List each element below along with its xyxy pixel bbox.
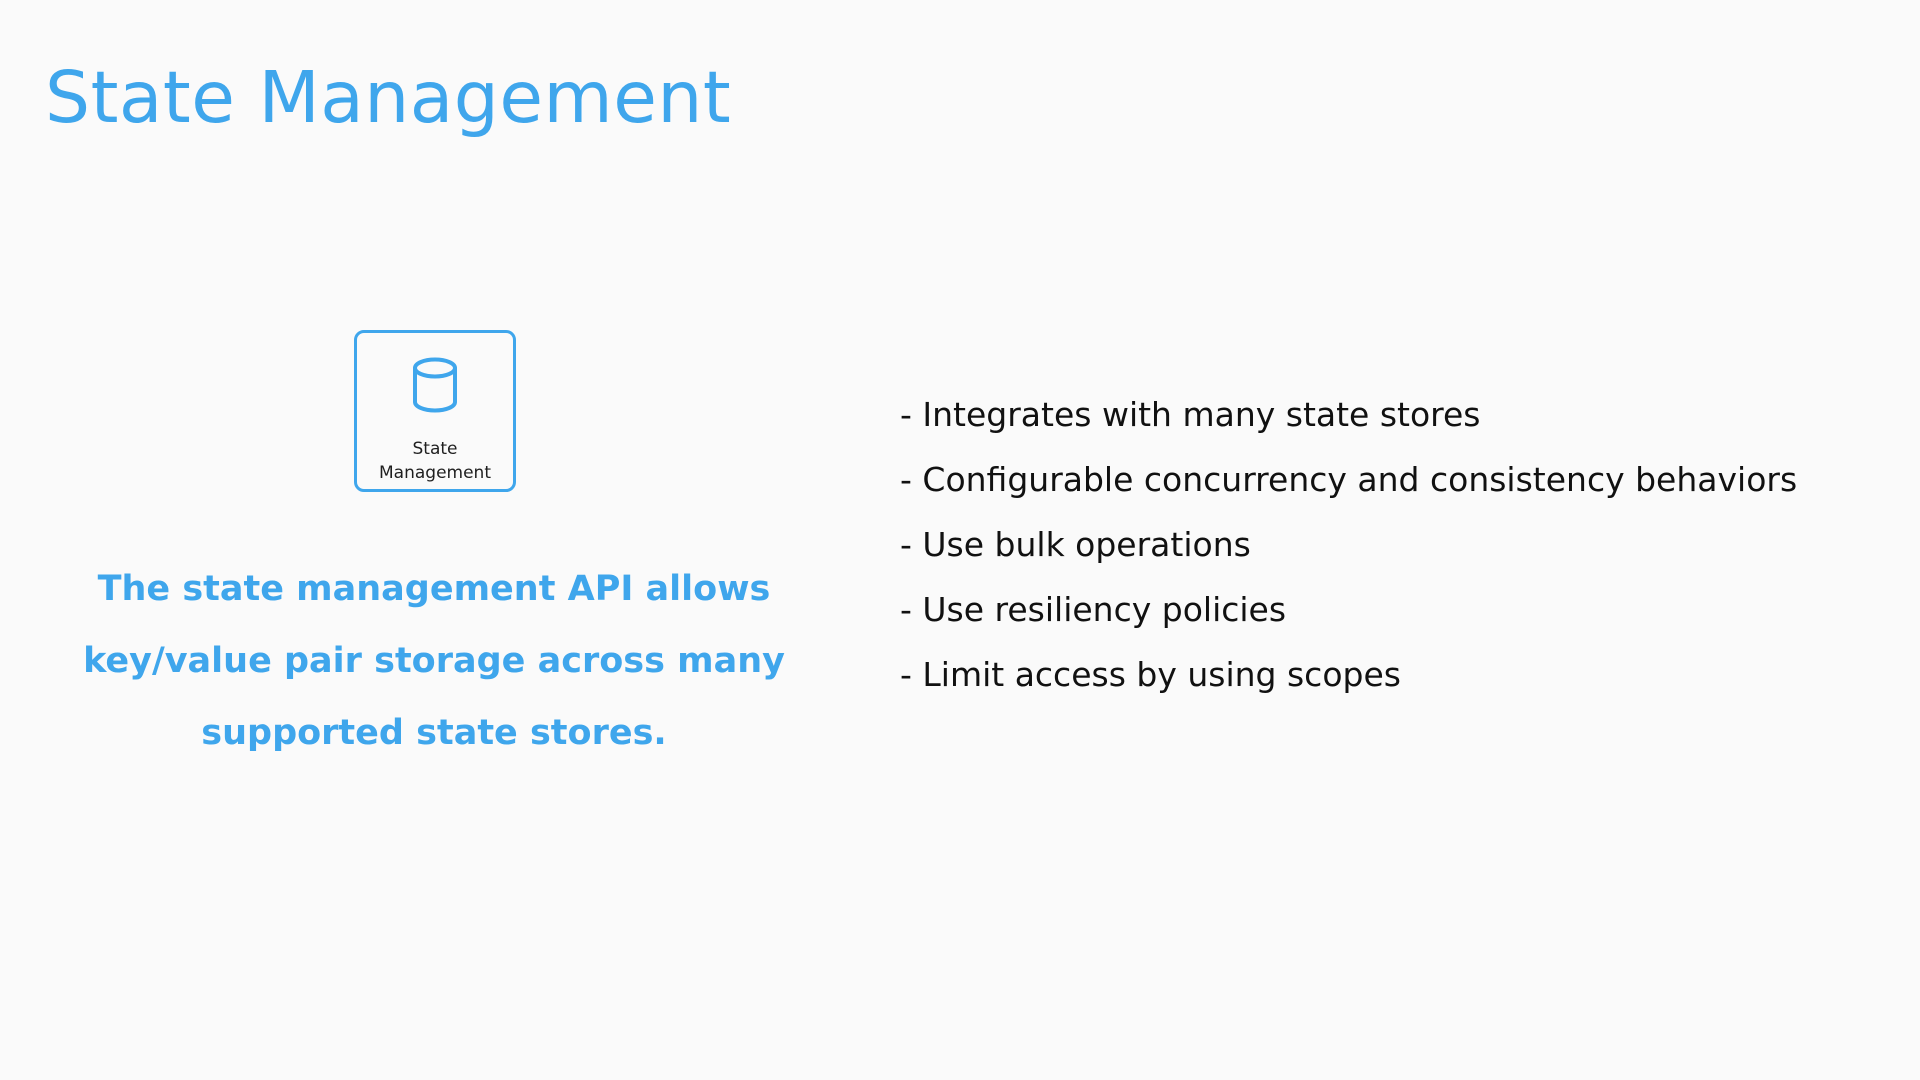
bullet-item: - Use bulk operations <box>900 525 1251 564</box>
bullet-item: - Integrates with many state stores <box>900 395 1481 434</box>
bullet-item: - Configurable concurrency and consisten… <box>900 460 1798 499</box>
card-label-line-1: State <box>412 439 458 459</box>
card-label: State Management <box>357 437 513 485</box>
database-cylinder-icon <box>413 357 457 413</box>
card-label-line-2: Management <box>379 463 491 483</box>
description-text: The state management API allows key/valu… <box>83 569 785 753</box>
feature-bullet-list: - Integrates with many state stores - Co… <box>900 382 1797 707</box>
bullet-item: - Use resiliency policies <box>900 590 1287 629</box>
bullet-item: - Limit access by using scopes <box>900 655 1401 694</box>
slide-title: State Management <box>45 56 732 139</box>
state-management-card: State Management <box>354 330 516 492</box>
